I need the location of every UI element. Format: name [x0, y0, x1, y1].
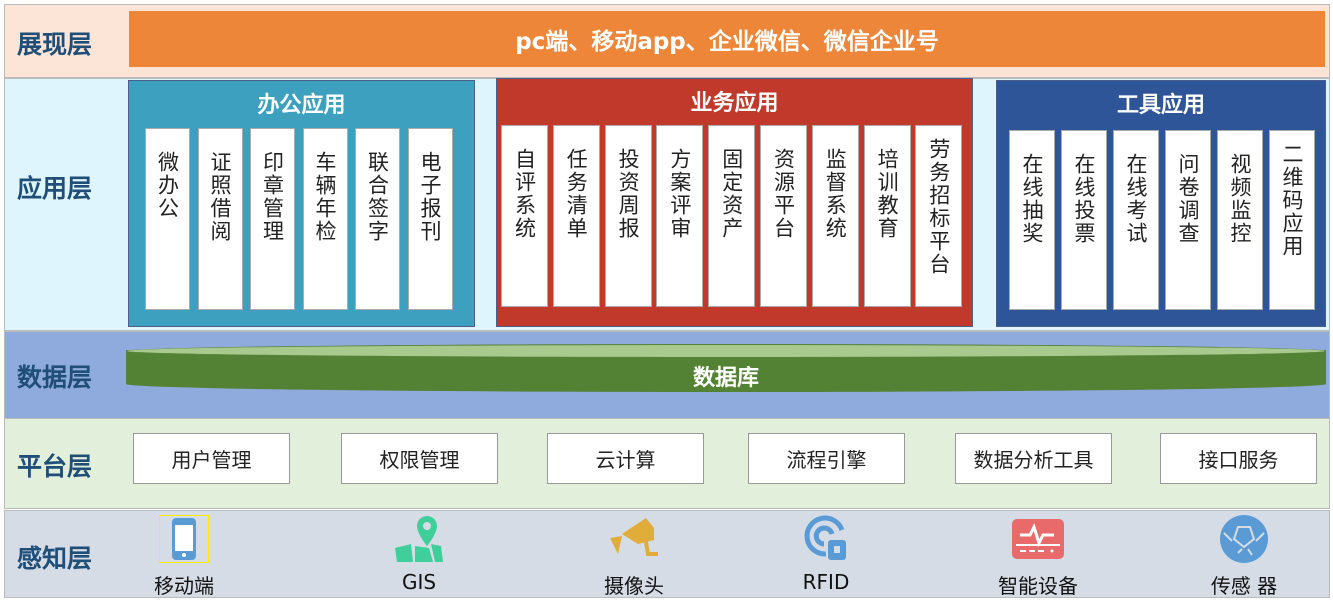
perception-device-label: 移动端	[154, 574, 214, 598]
platform-service-box[interactable]: 数据分析工具	[955, 433, 1112, 484]
app-card[interactable]: 任务清单	[552, 125, 600, 307]
platform-service-box[interactable]: 接口服务	[1160, 433, 1317, 484]
map-pin-icon	[349, 514, 489, 564]
platform-service-box[interactable]: 云计算	[547, 433, 704, 484]
app-card[interactable]: 印章管理	[250, 128, 295, 310]
perception-device-label: 智能设备	[998, 574, 1078, 598]
app-card-label: 自评系统	[512, 148, 537, 240]
app-card[interactable]: 资源平台	[760, 125, 807, 307]
app-card[interactable]: 证照借阅	[197, 128, 243, 310]
perception-device: 智能设备	[968, 514, 1108, 599]
app-card-label: 微办公	[155, 151, 180, 220]
database-cylinder: 数据库	[126, 342, 1326, 400]
rfid-icon	[756, 514, 896, 564]
app-card[interactable]: 问卷调查	[1165, 130, 1211, 310]
app-card-label: 在线投票	[1072, 153, 1096, 245]
app-card[interactable]: 劳务招标平台	[915, 125, 963, 307]
perception-device-label: RFID	[802, 570, 850, 594]
app-card-label: 在线考试	[1124, 153, 1148, 245]
app-card[interactable]: 在线抽奖	[1009, 130, 1055, 310]
perception-device: 移动端	[114, 514, 254, 599]
app-card[interactable]: 培训教育	[863, 125, 911, 307]
app-card[interactable]: 在线投票	[1061, 130, 1107, 310]
device-icon	[968, 514, 1108, 564]
presentation-layer: 展现层 pc端、移动app、企业微信、微信企业号	[4, 4, 1330, 78]
app-card[interactable]: 监督系统	[811, 125, 859, 307]
app-card-label: 车辆年检	[313, 151, 337, 243]
app-card-label: 在线抽奖	[1020, 153, 1044, 245]
app-card-label: 电子报刊	[418, 151, 442, 243]
group-title: 业务应用	[690, 91, 779, 116]
app-card[interactable]: 自评系统	[501, 125, 548, 307]
app-card-label: 方案评审	[667, 148, 692, 240]
app-card-label: 资源平台	[771, 148, 796, 240]
platform-service-box[interactable]: 权限管理	[341, 433, 498, 484]
platform-service-box[interactable]: 流程引擎	[748, 433, 905, 484]
layer-label: 感知层	[17, 544, 93, 573]
app-card[interactable]: 联合签字	[355, 128, 400, 310]
database-label: 数据库	[692, 366, 759, 391]
app-card[interactable]: 投资周报	[604, 125, 652, 307]
app-card-label: 联合签字	[365, 151, 390, 243]
app-card[interactable]: 二维码应用	[1269, 130, 1315, 310]
layer-label: 展现层	[17, 30, 93, 59]
sensor-icon	[1174, 514, 1314, 564]
app-card[interactable]: 固定资产	[708, 125, 756, 307]
app-card-label: 证照借阅	[208, 151, 232, 243]
app-card[interactable]: 微办公	[145, 128, 190, 310]
app-card[interactable]: 电子报刊	[407, 128, 453, 310]
app-card[interactable]: 车辆年检	[302, 128, 348, 310]
layer-label: 应用层	[17, 174, 93, 203]
group-title: 办公应用	[257, 93, 346, 118]
app-card-label: 固定资产	[719, 148, 744, 240]
app-card-label: 任务清单	[564, 148, 589, 240]
app-card-label: 培训教育	[875, 148, 900, 240]
app-card-label: 问卷调查	[1176, 153, 1200, 245]
app-card[interactable]: 方案评审	[656, 125, 704, 307]
perception-device-label: 摄像头	[604, 574, 664, 598]
app-card[interactable]: 视频监控	[1217, 130, 1263, 310]
camera-icon	[564, 514, 704, 564]
group-title: 工具应用	[1116, 93, 1205, 118]
app-card-label: 印章管理	[260, 151, 285, 243]
perception-device: GIS	[349, 514, 489, 594]
app-card-label: 投资周报	[616, 148, 641, 240]
perception-device-label: 传感 器	[1210, 574, 1278, 598]
perception-device: RFID	[756, 514, 896, 594]
perception-device: 传感 器	[1174, 514, 1314, 599]
perception-layer: 感知层	[4, 510, 1330, 598]
presentation-bar: pc端、移动app、企业微信、微信企业号	[129, 11, 1325, 67]
perception-device-label: GIS	[401, 570, 437, 594]
layer-label: 数据层	[17, 363, 93, 392]
perception-device: 摄像头	[564, 514, 704, 599]
layer-label: 平台层	[17, 452, 93, 481]
phone-icon	[114, 514, 254, 564]
app-card[interactable]: 在线考试	[1113, 130, 1159, 310]
platform-service-box[interactable]: 用户管理	[133, 433, 290, 484]
app-card-label: 视频监控	[1228, 153, 1252, 245]
app-card-label: 二维码应用	[1280, 143, 1304, 258]
app-card-label: 劳务招标平台	[926, 138, 951, 276]
app-card-label: 监督系统	[823, 148, 848, 240]
